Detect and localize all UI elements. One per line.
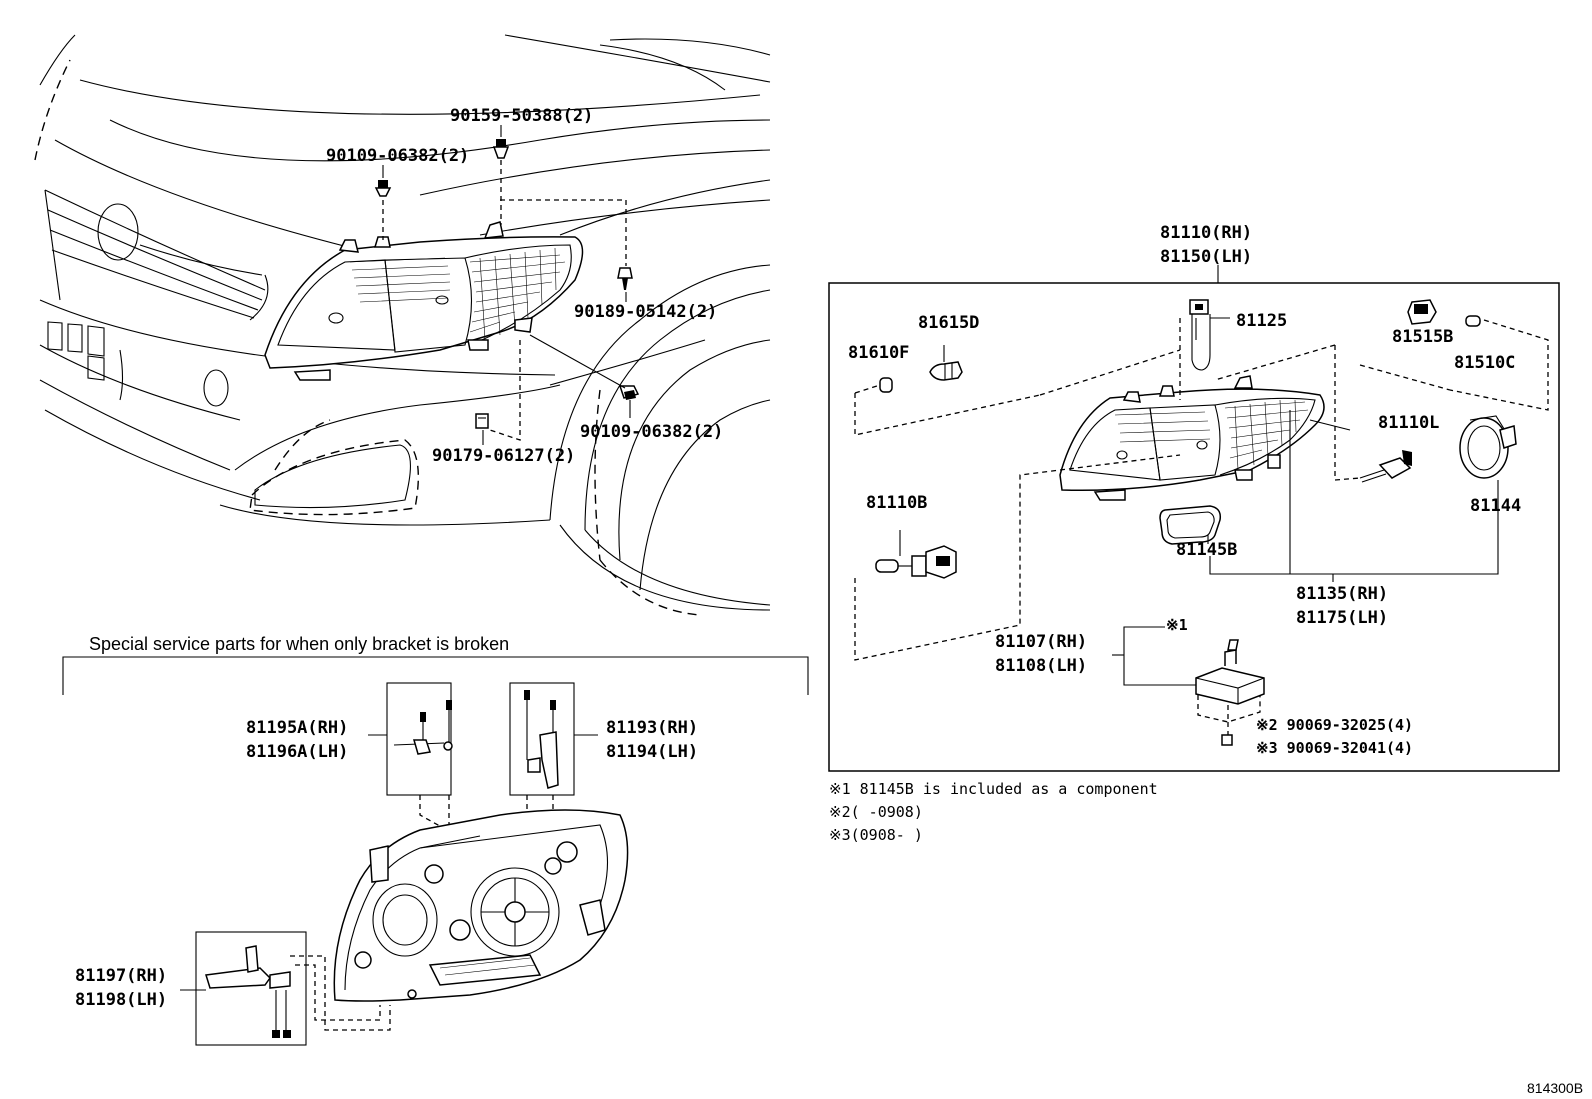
- bulb-81110B-icon: [875, 530, 957, 579]
- bracket-c-icon: [205, 945, 291, 1038]
- socket-81515B-label: 81515B: [1392, 327, 1453, 347]
- bracket-c-lh-label: 81198(LH): [75, 990, 167, 1010]
- housing-rh-label: 81135(RH): [1296, 584, 1388, 604]
- screw-1-label: ※2 90069-32025(4): [1256, 716, 1413, 734]
- bulb-81110L-icon: [1359, 450, 1412, 483]
- clip-icon: [617, 267, 633, 290]
- bulb-81110B-label: 81110B: [866, 493, 927, 513]
- housing-lh-label: 81175(LH): [1296, 608, 1388, 628]
- cover-81144-label: 81144: [1470, 496, 1521, 516]
- bracket-b-lh-label: 81194(LH): [606, 742, 698, 762]
- assembly-lh-label: 81150(LH): [1160, 247, 1252, 267]
- ballast-81107-icon: [1195, 639, 1265, 705]
- ballast-rh-label: 81107(RH): [995, 632, 1087, 652]
- bulb-81615D-icon: [929, 345, 963, 381]
- bracket-a-lh-label: 81196A(LH): [246, 742, 348, 762]
- screw-2-label: ※3 90069-32041(4): [1256, 739, 1413, 757]
- bolt-icon: [374, 180, 392, 197]
- ballast-lh-label: 81108(LH): [995, 656, 1087, 676]
- nut-label-lower: 90179-06127(2): [432, 446, 575, 466]
- bulb-81510C-label: 81510C: [1454, 353, 1515, 373]
- gasket-81145B-label: 81145B: [1176, 540, 1237, 560]
- bracket-a-rh-label: 81195A(RH): [246, 718, 348, 738]
- note-3: ※3(0908- ): [829, 826, 923, 844]
- ballast-mark-label: ※1: [1166, 616, 1188, 634]
- bulb-81510C-icon: [1465, 315, 1481, 327]
- assembly-rh-label: 81110(RH): [1160, 223, 1252, 243]
- screw-icon: [1221, 734, 1233, 746]
- bracket-b-icon: [524, 690, 559, 789]
- bracket-c-rh-label: 81197(RH): [75, 966, 167, 986]
- socket-81125-icon: [1189, 299, 1211, 371]
- bolt-icon: [492, 139, 510, 159]
- cover-81144-icon: [1459, 415, 1517, 479]
- bolt-icon: [618, 385, 640, 400]
- bulb-81615D-label: 81615D: [918, 313, 979, 333]
- nut-icon: [475, 413, 489, 429]
- bracket-a-icon: [393, 700, 453, 755]
- special-parts-section: [62, 656, 809, 1046]
- bulb-81110L-label: 81110L: [1378, 413, 1439, 433]
- special-parts-title: Special service parts for when only brac…: [89, 634, 509, 654]
- bulb-81610F-label: 81610F: [848, 343, 909, 363]
- socket-81515B-icon: [1407, 299, 1437, 325]
- note-2: ※2( -0908): [829, 803, 923, 821]
- figure-ref-label: 814300B: [1527, 1080, 1583, 1096]
- clip-label-right: 90189-05142(2): [574, 302, 717, 322]
- headlight-mesh: [349, 247, 566, 341]
- bolt-label-lower-right: 90109-06382(2): [580, 422, 723, 442]
- headlamp-rear-view: [333, 809, 629, 1002]
- gasket-81145B-icon: [1159, 505, 1222, 545]
- headlight-unit-box: [828, 265, 1560, 772]
- socket-81125-label: 81125: [1236, 311, 1287, 331]
- note-1: ※1 81145B is included as a component: [829, 780, 1158, 798]
- bulb-81610F-icon: [879, 377, 893, 393]
- bracket-b-rh-label: 81193(RH): [606, 718, 698, 738]
- bolt-label-left: 90109-06382(2): [326, 146, 469, 166]
- car-front-illustration: [34, 34, 771, 616]
- bolt-label-top: 90159-50388(2): [450, 106, 593, 126]
